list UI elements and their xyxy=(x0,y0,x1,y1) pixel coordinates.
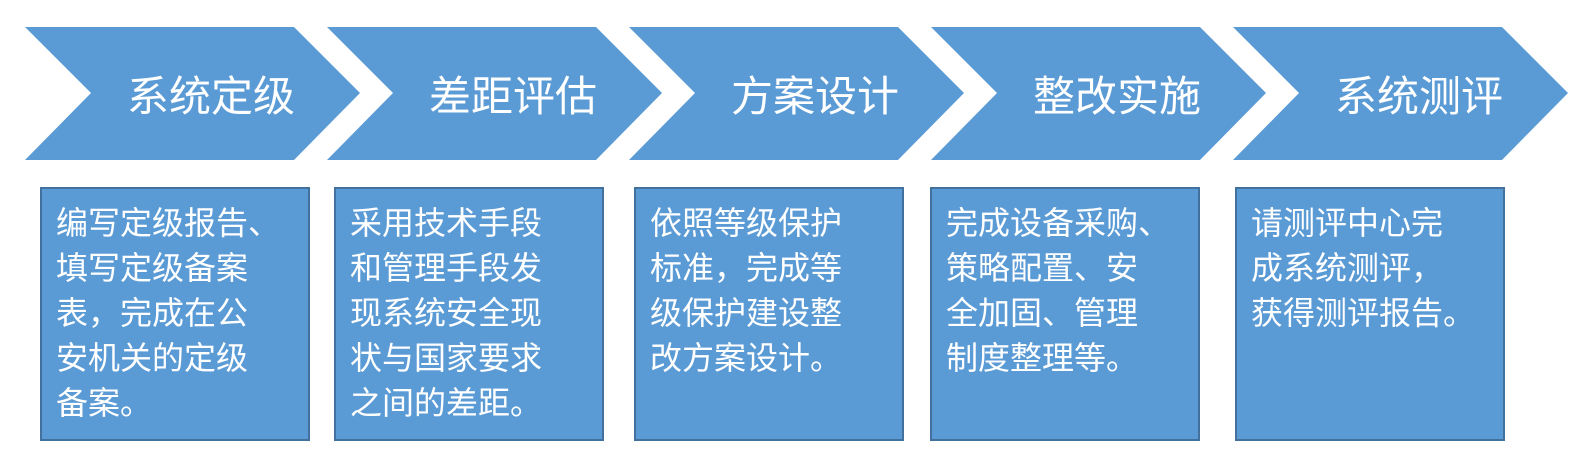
step-description-box: 请测评中心完成系统测评， 获得测评报告。 xyxy=(1235,187,1505,441)
step-description-box: 完成设备采购、策略配置、安全加固、管理制度整理等。 xyxy=(930,187,1200,441)
step-description-box: 编写定级报告、填写定级备案表，完成在公安机关的定级备案。 xyxy=(40,187,310,441)
description-line: 和管理手段发 xyxy=(350,249,543,287)
step-title: 系统测评 xyxy=(1334,72,1503,121)
description-line: 编写定级报告、 xyxy=(56,204,281,242)
description-line: 安机关的定级 xyxy=(56,339,249,377)
description-line: 现系统安全现 xyxy=(350,294,543,332)
step-description-box: 依照等级保护标准，完成等级保护建设整改方案设计。 xyxy=(634,187,904,441)
description-line: 请测评中心完 xyxy=(1251,204,1444,242)
description-line: 策略配置、安 xyxy=(946,249,1139,287)
step-description-box: 采用技术手段和管理手段发现系统安全现状与国家要求之间的差距。 xyxy=(334,187,604,441)
description-line: 填写定级备案 xyxy=(56,249,249,287)
step-title: 方案设计 xyxy=(730,72,899,121)
step-title: 差距评估 xyxy=(428,72,597,121)
chevron-step-1 xyxy=(25,27,360,160)
description-line: 完成设备采购、 xyxy=(946,204,1171,242)
description-line: 成系统测评， xyxy=(1251,249,1444,287)
description-line: 全加固、管理 xyxy=(946,294,1139,332)
description-line: 制度整理等。 xyxy=(946,339,1139,377)
step-title: 系统定级 xyxy=(126,72,295,121)
description-line: 级保护建设整 xyxy=(650,294,843,332)
description-line: 备案。 xyxy=(56,384,153,422)
step-title: 整改实施 xyxy=(1032,72,1201,121)
description-line: 依照等级保护 xyxy=(650,204,843,242)
chevron-step-5 xyxy=(1233,27,1568,160)
description-line: 获得测评报告。 xyxy=(1251,294,1476,332)
chevron-step-4 xyxy=(931,27,1266,160)
description-line: 之间的差距。 xyxy=(350,384,543,422)
chevron-step-2 xyxy=(327,27,662,160)
description-line: 采用技术手段 xyxy=(350,204,543,242)
description-line: 标准，完成等 xyxy=(650,249,843,287)
chevron-step-3 xyxy=(629,27,964,160)
description-line: 状与国家要求 xyxy=(350,339,543,377)
description-line: 表，完成在公 xyxy=(56,294,249,332)
description-line: 改方案设计。 xyxy=(650,339,843,377)
